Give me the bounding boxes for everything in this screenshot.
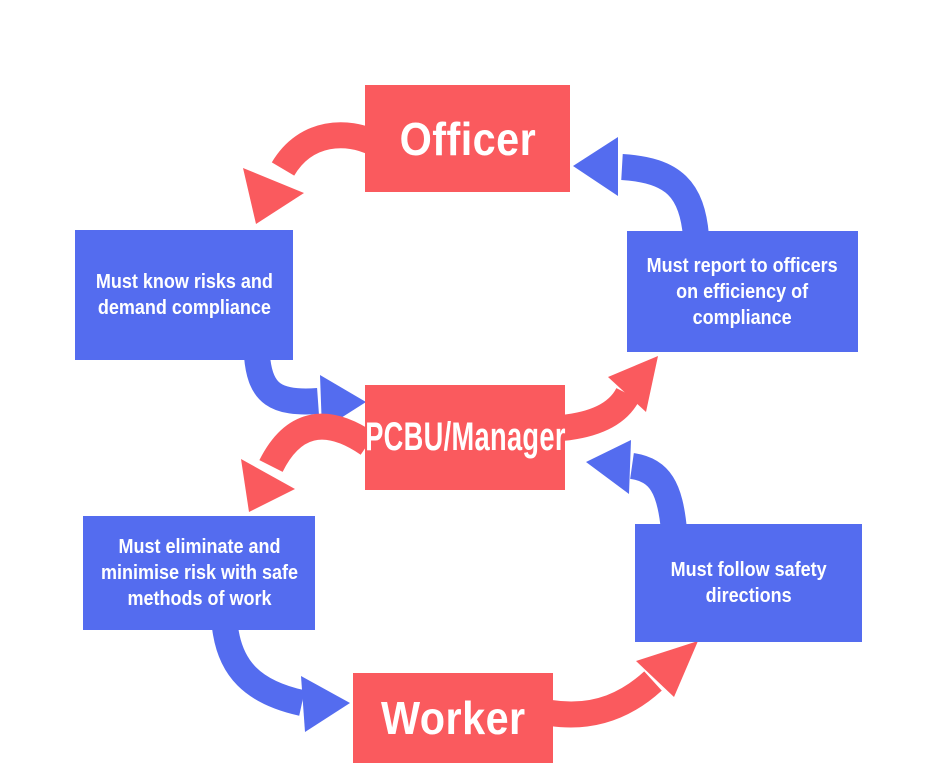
- node-manager-report-duty-label: Must report to officers on efficiency of…: [646, 254, 839, 329]
- arrow-manager-report-duty-to-officer: [573, 137, 709, 238]
- node-officer-duty: Must know risks and demand compliance: [75, 230, 293, 360]
- arrow-curve: [271, 122, 380, 177]
- arrowhead: [241, 459, 295, 512]
- node-worker: Worker: [353, 673, 553, 763]
- arrowhead: [243, 168, 304, 224]
- node-officer-label: Officer: [399, 112, 536, 165]
- node-manager-duty: Must eliminate and minimise risk with sa…: [83, 516, 315, 630]
- arrow-pcbu-to-manager-report-duty: [560, 356, 658, 441]
- arrow-curve: [620, 154, 709, 238]
- arrow-worker-duty-to-pcbu: [586, 440, 687, 532]
- arrow-curve: [259, 413, 376, 473]
- node-worker-duty-label: Must follow safety directions: [670, 559, 827, 607]
- node-manager-report-duty: Must report to officers on efficiency of…: [627, 231, 858, 352]
- arrow-curve: [244, 354, 319, 415]
- node-worker-label: Worker: [380, 692, 526, 744]
- node-officer-duty-label: Must know risks and demand compliance: [95, 271, 273, 319]
- node-manager-duty-label: Must eliminate and minimise risk with sa…: [100, 536, 298, 610]
- arrow-curve: [212, 625, 306, 716]
- arrowhead: [608, 356, 658, 412]
- node-pcbu-manager: PCBU/Manager: [365, 385, 565, 490]
- arrow-manager-duty-to-worker: [212, 625, 350, 732]
- arrow-officer-to-officer-duty: [243, 122, 380, 224]
- arrowhead: [586, 440, 631, 494]
- arrowhead: [636, 641, 698, 697]
- arrowhead: [573, 137, 618, 196]
- node-pcbu-manager-label: PCBU/Manager: [364, 415, 566, 459]
- arrow-curve: [549, 671, 662, 728]
- arrow-curve: [560, 387, 640, 441]
- arrowhead: [301, 676, 350, 732]
- node-worker-duty: Must follow safety directions: [635, 524, 862, 642]
- arrow-worker-to-worker-duty: [549, 641, 698, 728]
- arrow-pcbu-to-manager-duty: [241, 413, 376, 512]
- arrow-curve: [629, 453, 687, 532]
- node-officer: Officer: [365, 85, 570, 192]
